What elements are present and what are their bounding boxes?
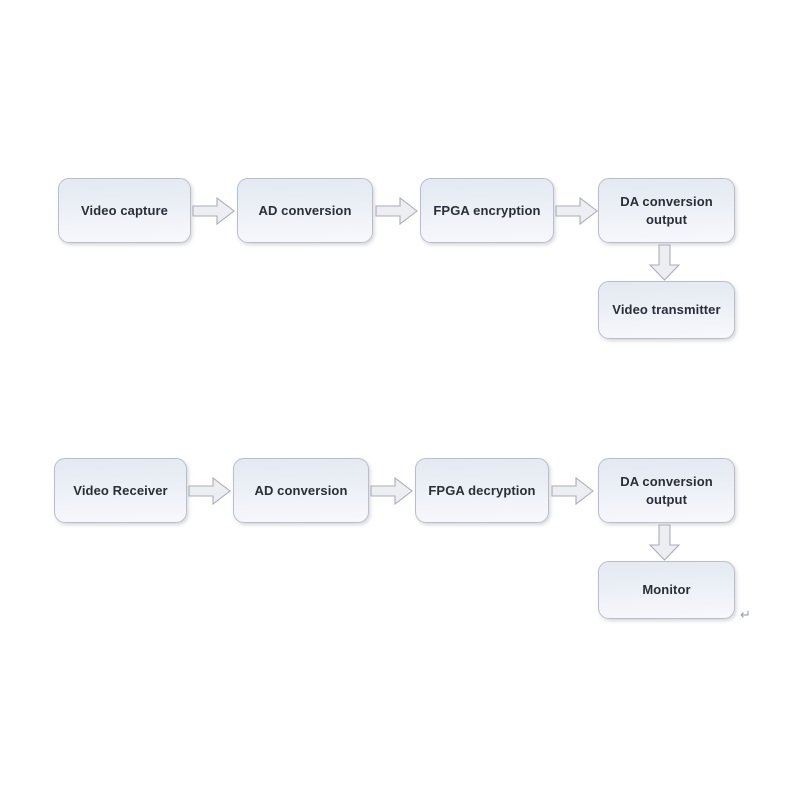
node-da-conversion-output-rx[interactable]: DA conversion output xyxy=(598,458,735,523)
node-label: Video transmitter xyxy=(612,302,721,318)
arrow-da-conversion-to-video-transmitter xyxy=(648,244,681,281)
node-label: DA conversion output xyxy=(620,194,713,227)
arrow-fpga-decryption-to-da-conversion xyxy=(551,476,594,506)
node-video-transmitter[interactable]: Video transmitter xyxy=(598,281,735,339)
arrow-da-conversion-to-monitor xyxy=(648,524,681,561)
node-fpga-decryption[interactable]: FPGA decryption xyxy=(415,458,549,523)
node-label: Monitor xyxy=(642,582,691,598)
node-label: AD conversion xyxy=(254,482,348,498)
arrow-fpga-encryption-to-da-conversion xyxy=(555,196,598,226)
paragraph-return-mark: ↵ xyxy=(740,608,751,623)
node-label: Video capture xyxy=(80,202,169,218)
node-video-receiver[interactable]: Video Receiver xyxy=(54,458,187,523)
node-label: Video Receiver xyxy=(73,482,168,498)
node-label: DA conversion output xyxy=(620,474,713,507)
node-monitor[interactable]: Monitor xyxy=(598,561,735,619)
node-da-conversion-output-tx[interactable]: DA conversion output xyxy=(598,178,735,243)
node-ad-conversion-tx[interactable]: AD conversion xyxy=(237,178,373,243)
node-ad-conversion-rx[interactable]: AD conversion xyxy=(233,458,369,523)
node-label: FPGA decryption xyxy=(428,482,536,498)
arrow-ad-conversion-to-fpga-decryption xyxy=(370,476,413,506)
node-video-capture[interactable]: Video capture xyxy=(58,178,191,243)
arrow-video-capture-to-ad-conversion xyxy=(192,196,235,226)
arrow-video-receiver-to-ad-conversion xyxy=(188,476,231,506)
node-fpga-encryption[interactable]: FPGA encryption xyxy=(420,178,554,243)
node-label: AD conversion xyxy=(258,202,352,218)
arrow-ad-conversion-to-fpga-encryption xyxy=(375,196,418,226)
node-label: FPGA encryption xyxy=(433,202,541,218)
